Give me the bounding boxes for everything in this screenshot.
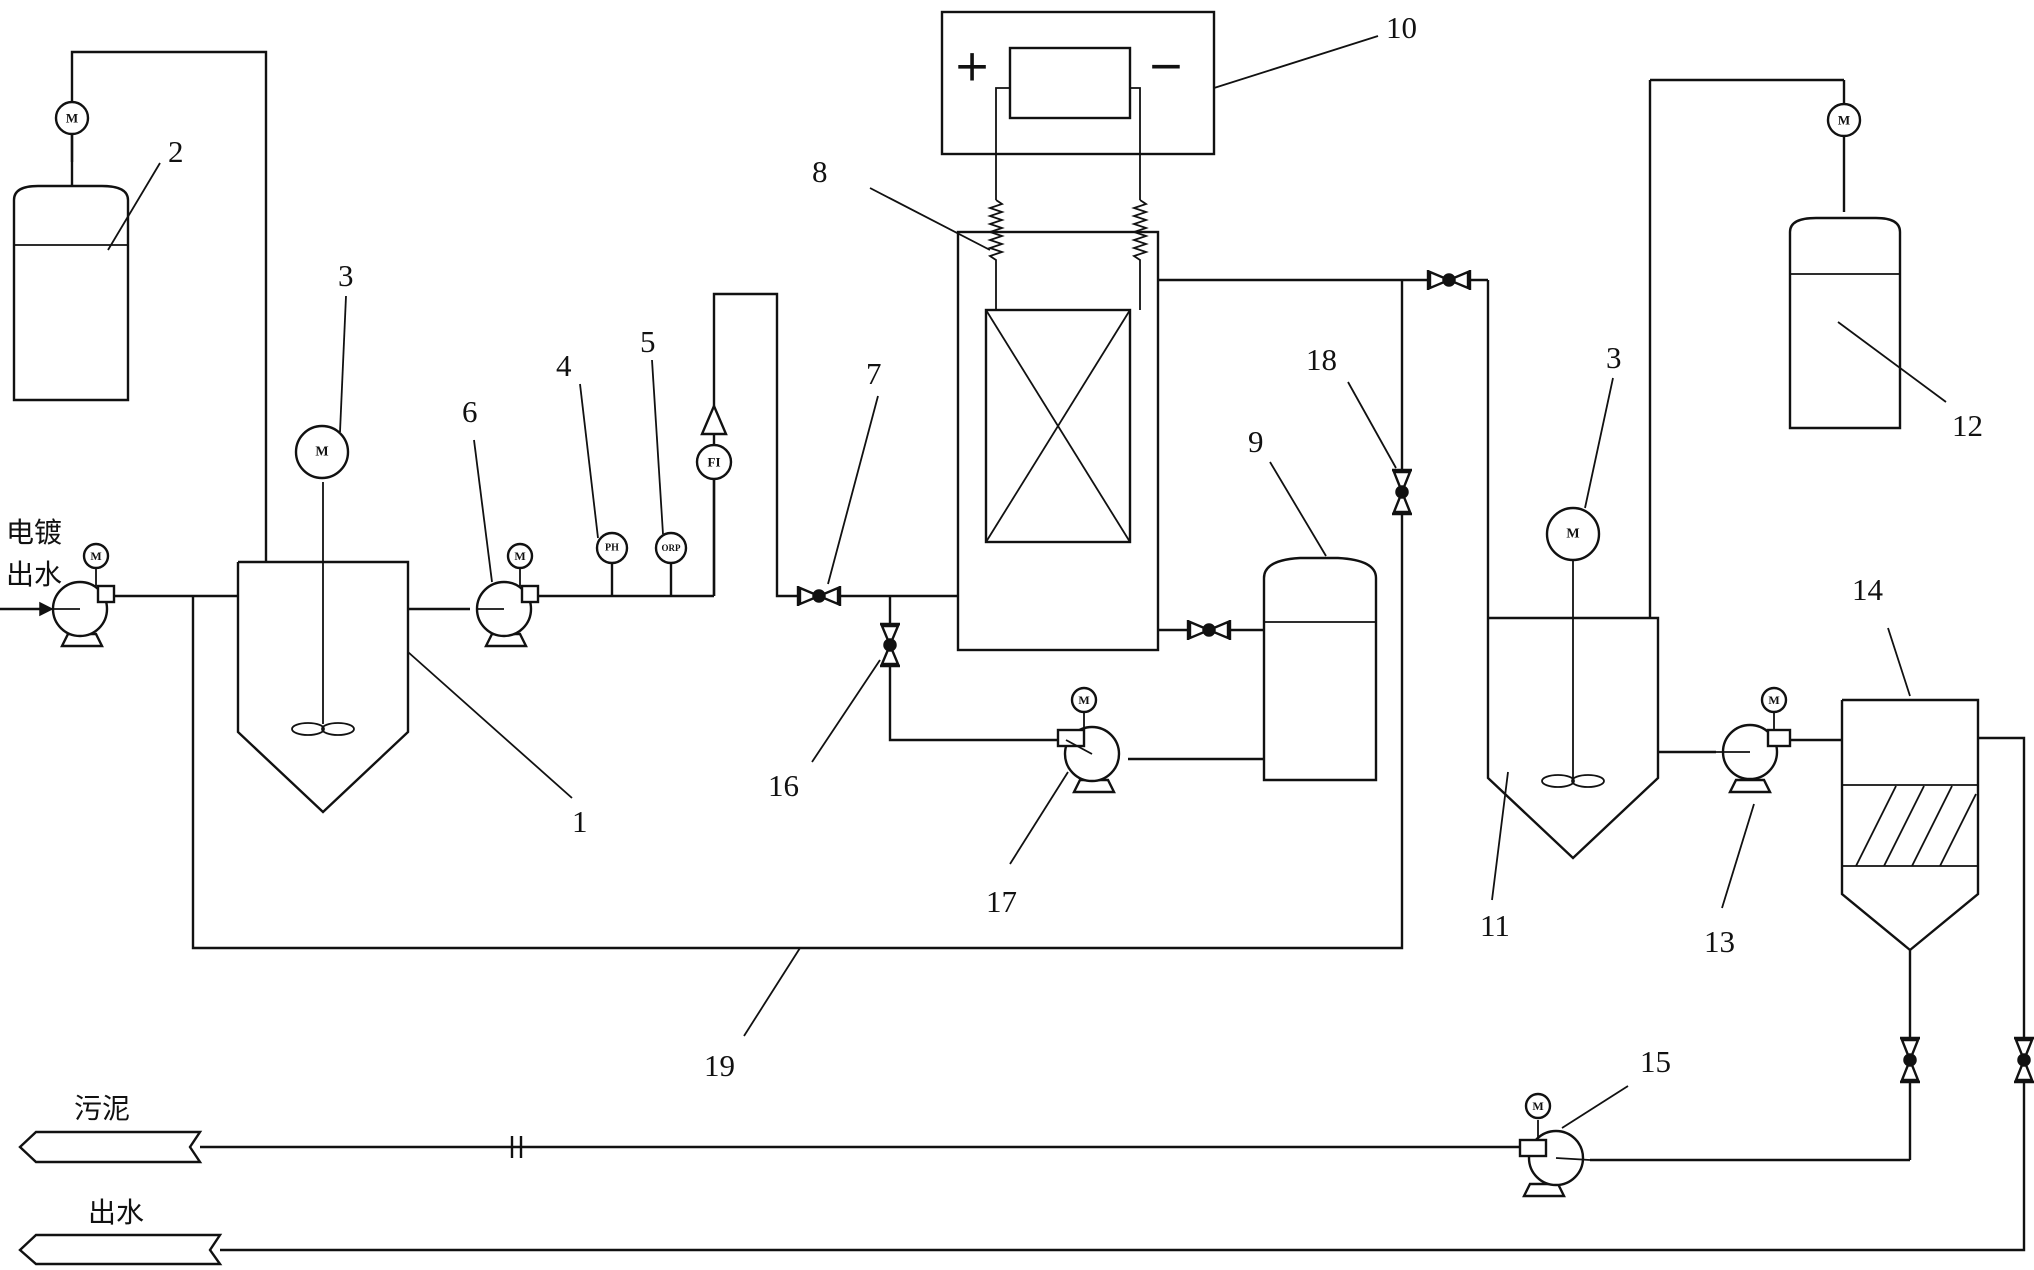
valve-16: 16 bbox=[768, 622, 900, 803]
label-12: 12 bbox=[1952, 408, 1983, 443]
dosing-tank-12: 12 bbox=[1788, 216, 1983, 443]
effluent-label: 出水 bbox=[88, 1196, 144, 1229]
pump-17: M 17 bbox=[986, 686, 1121, 919]
valve-outlet-reactor bbox=[1426, 270, 1472, 290]
pump-6: M 6 bbox=[462, 394, 540, 648]
svg-text:M: M bbox=[90, 549, 101, 563]
label-10: 10 bbox=[1386, 10, 1417, 45]
label-9: 9 bbox=[1248, 424, 1264, 459]
label-7: 7 bbox=[866, 356, 882, 391]
label-4: 4 bbox=[556, 348, 572, 383]
label-3a: 3 bbox=[338, 258, 354, 293]
svg-text:M: M bbox=[66, 111, 78, 126]
effluent-outlet: 出水 bbox=[18, 1196, 223, 1266]
ph-meter-4: PH 4 bbox=[556, 348, 629, 565]
inlet-pump: M bbox=[40, 542, 116, 648]
svg-text:ORP: ORP bbox=[662, 543, 682, 553]
sludge-label: 污泥 bbox=[74, 1092, 130, 1125]
label-16: 16 bbox=[768, 768, 799, 803]
svg-text:FI: FI bbox=[708, 455, 721, 470]
svg-text:M: M bbox=[1532, 1099, 1543, 1113]
inlet-label-line1: 电镀 bbox=[6, 516, 62, 549]
valve-18: 18 bbox=[1306, 342, 1412, 516]
valve-filter-sludge bbox=[1900, 1036, 1920, 1084]
recycle-line-19: 19 bbox=[704, 947, 801, 1083]
label-19: 19 bbox=[704, 1048, 735, 1083]
label-11: 11 bbox=[1480, 908, 1510, 943]
svg-text:M: M bbox=[1078, 693, 1089, 707]
inlet: 电镀 出水 bbox=[0, 516, 62, 617]
sludge-pump-15: M 15 bbox=[1518, 1044, 1671, 1198]
label-15: 15 bbox=[1640, 1044, 1671, 1079]
inlet-label-line2: 出水 bbox=[6, 558, 62, 591]
filter-14: 14 bbox=[1840, 572, 1980, 952]
label-8: 8 bbox=[812, 154, 828, 189]
label-1: 1 bbox=[572, 804, 588, 839]
label-17: 17 bbox=[986, 884, 1017, 919]
svg-text:M: M bbox=[514, 549, 525, 563]
reaction-tank-11: 11 bbox=[1480, 556, 1660, 943]
label-3b: 3 bbox=[1606, 340, 1622, 375]
label-6: 6 bbox=[462, 394, 478, 429]
svg-text:M: M bbox=[1768, 693, 1779, 707]
orp-meter-5: ORP 5 bbox=[640, 324, 688, 565]
label-14: 14 bbox=[1852, 572, 1884, 607]
valve-7: 7 bbox=[796, 356, 882, 606]
mixer-motor-3a: M 3 bbox=[294, 258, 354, 480]
label-18: 18 bbox=[1306, 342, 1337, 377]
flow-indicator: FI bbox=[695, 402, 733, 596]
valve-filter-effluent bbox=[2014, 1036, 2034, 1084]
label-13: 13 bbox=[1704, 924, 1735, 959]
electrolytic-reactor-8: 8 bbox=[812, 154, 1160, 652]
pump-13: M 13 bbox=[1704, 686, 1792, 959]
dosing-tank-2: 2 bbox=[12, 134, 184, 402]
dosing-motor-tank-12: M bbox=[1826, 102, 1862, 138]
sludge-outlet: 污泥 bbox=[18, 1092, 203, 1164]
svg-text:−: − bbox=[1148, 41, 1185, 92]
storage-tank-9: 9 bbox=[1248, 424, 1378, 782]
svg-text:M: M bbox=[315, 445, 328, 460]
power-supply-10: + − 10 bbox=[940, 10, 1417, 200]
svg-text:+: + bbox=[954, 41, 991, 92]
svg-text:PH: PH bbox=[605, 543, 619, 554]
mixer-motor-3b: M 3 bbox=[1545, 340, 1622, 562]
label-5: 5 bbox=[640, 324, 656, 359]
svg-text:M: M bbox=[1838, 113, 1850, 128]
valve-tank-9 bbox=[1186, 620, 1232, 640]
label-2: 2 bbox=[168, 134, 184, 169]
dosing-motor-tank-2: M bbox=[54, 100, 90, 186]
svg-text:M: M bbox=[1566, 527, 1579, 542]
reaction-tank-1: 1 bbox=[236, 482, 588, 839]
